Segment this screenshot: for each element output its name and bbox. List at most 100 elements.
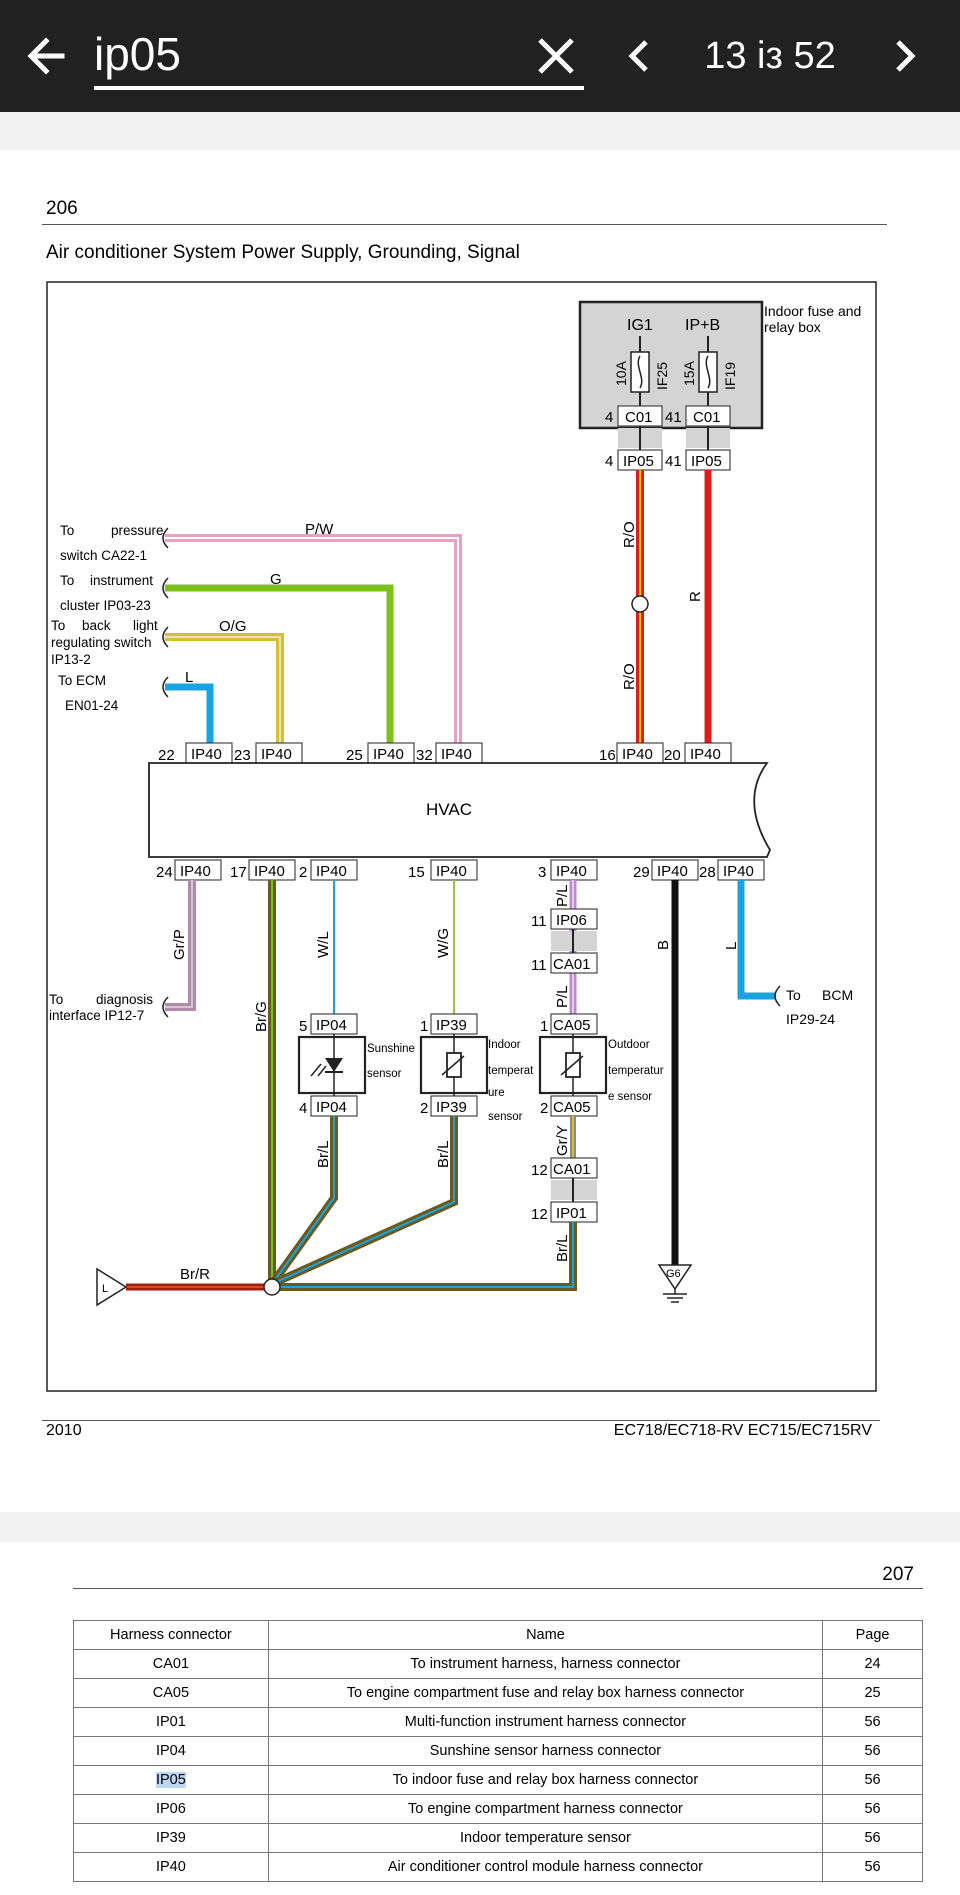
connector-label: IP40 [191, 746, 222, 763]
table-cell: 56 [822, 1707, 923, 1737]
wire-color-label: P/L [554, 985, 571, 1008]
table-cell: CA05 [73, 1678, 269, 1708]
connector-label: IP04 [316, 1017, 347, 1034]
destination-label: IP13-2 [51, 652, 91, 667]
search-input[interactable]: ip05 [94, 28, 181, 80]
sensor-label: Indoor [488, 1039, 521, 1051]
wire-color-label: B [655, 940, 672, 950]
ground-terminal-label: L [102, 1283, 108, 1295]
fuse-rating: 15A [681, 360, 697, 386]
pin-number: 2 [299, 864, 307, 881]
pin-number: 28 [699, 864, 716, 881]
connector-label: C01 [625, 409, 653, 426]
search-input-underline [94, 86, 584, 90]
table-row: IP05 To indoor fuse and relay box harnes… [73, 1765, 923, 1795]
connector-label: CA05 [553, 1017, 591, 1034]
pin-number: 1 [540, 1018, 548, 1035]
pin-number: 2 [420, 1100, 428, 1117]
wire-color-label: Gr/P [171, 929, 188, 960]
ground-terminal-icon [96, 1267, 128, 1307]
wire-color-label: Br/L [435, 1140, 452, 1168]
page-title: Air conditioner System Power Supply, Gro… [46, 242, 520, 263]
fuse-box-label: relay box [764, 319, 821, 335]
table-cell: 56 [822, 1852, 923, 1882]
connector-label: CA01 [553, 1161, 591, 1178]
destination-label: To [786, 987, 801, 1003]
connector-label: IP01 [556, 1205, 587, 1222]
sensor-label: Outdoor [608, 1039, 650, 1051]
pin-number: 11 [531, 913, 547, 930]
destination-label: diagnosis [96, 992, 153, 1007]
pin-number: 4 [299, 1100, 307, 1117]
ground-label: G6 [666, 1268, 681, 1280]
pin-number: 4 [605, 453, 613, 470]
destination-label: BCM [822, 987, 853, 1003]
connector-label: IP06 [556, 912, 587, 929]
previous-match-icon[interactable] [614, 30, 666, 82]
table-row: CA05 To engine compartment fuse and rela… [73, 1678, 923, 1708]
table-cell: To engine compartment harness connector [267, 1794, 824, 1824]
table-row: IP01 Multi-function instrument harness c… [73, 1707, 923, 1737]
wire-color-label: W/L [315, 931, 332, 958]
pin-number: 41 [665, 409, 682, 426]
table-cell: 24 [822, 1649, 923, 1679]
connector-label: IP40 [373, 746, 404, 763]
page-number: 207 [882, 1564, 914, 1585]
table-row: IP06 To engine compartment harness conne… [73, 1794, 923, 1824]
connector-label: IP40 [180, 863, 211, 880]
back-arrow-icon[interactable] [22, 30, 74, 82]
header-rule [42, 224, 887, 225]
column-header: Harness connector [73, 1620, 269, 1650]
ground-icon [657, 1264, 693, 1291]
wire-color-label: Br/R [180, 1266, 210, 1283]
connector-label: IP05 [691, 453, 722, 470]
clear-search-icon[interactable] [530, 30, 582, 82]
pin-number: 32 [416, 747, 433, 764]
ipb-label: IP+B [685, 317, 720, 334]
table-cell: IP06 [73, 1794, 269, 1824]
pin-number: 16 [599, 747, 616, 764]
wire-color-label: Br/G [253, 1001, 270, 1032]
table-cell: IP04 [73, 1736, 269, 1766]
document-page-207: 207 Harness connector Name Page CA01 To … [0, 1542, 960, 1895]
wire-color-label: R/O [621, 521, 638, 548]
hvac-module-label: HVAC [426, 800, 472, 819]
table-cell: 56 [822, 1823, 923, 1853]
footer-year: 2010 [46, 1422, 82, 1439]
fuse-id: IF25 [654, 362, 670, 390]
table-row: IP39 Indoor temperature sensor 56 [73, 1823, 923, 1853]
connector-label: IP40 [441, 746, 472, 763]
wire-color-label: P/L [554, 884, 571, 907]
wire-color-label: P/W [305, 521, 334, 538]
pin-number: 17 [230, 864, 247, 881]
connector-label: CA01 [553, 956, 591, 973]
destination-label: To [60, 573, 74, 588]
column-header: Name [267, 1620, 824, 1650]
search-toolbar: ip05 13 із 52 [0, 0, 960, 112]
table-cell: 56 [822, 1736, 923, 1766]
table-cell: IP01 [73, 1707, 269, 1737]
pin-number: 4 [605, 409, 613, 426]
connector-label: IP39 [436, 1099, 467, 1116]
pin-number: 1 [420, 1018, 428, 1035]
next-match-icon[interactable] [878, 30, 930, 82]
sensor-label: sensor [488, 1111, 523, 1123]
sensor-label: temperat [488, 1065, 534, 1077]
pin-number: 25 [346, 747, 363, 764]
connector-label: CA05 [553, 1099, 591, 1116]
destination-label: cluster IP03-23 [60, 598, 151, 613]
table-cell: Sunshine sensor harness connector [267, 1736, 824, 1766]
search-match-highlight[interactable]: IP05 [155, 1772, 186, 1788]
wire-color-label: L [185, 669, 193, 686]
pin-number: 20 [664, 747, 681, 764]
destination-label: To ECM [58, 673, 106, 688]
destination-label: interface IP12-7 [49, 1008, 144, 1023]
destination-label: back [82, 618, 111, 633]
pin-number: 11 [531, 957, 547, 974]
destination-label: To [60, 523, 74, 538]
connector-label: IP40 [657, 863, 688, 880]
destination-label: pressure [111, 523, 164, 538]
document-page-206: 206 Air conditioner System Power Supply,… [0, 150, 960, 1512]
destination-label: To [51, 618, 65, 633]
connector-label: IP40 [690, 746, 721, 763]
